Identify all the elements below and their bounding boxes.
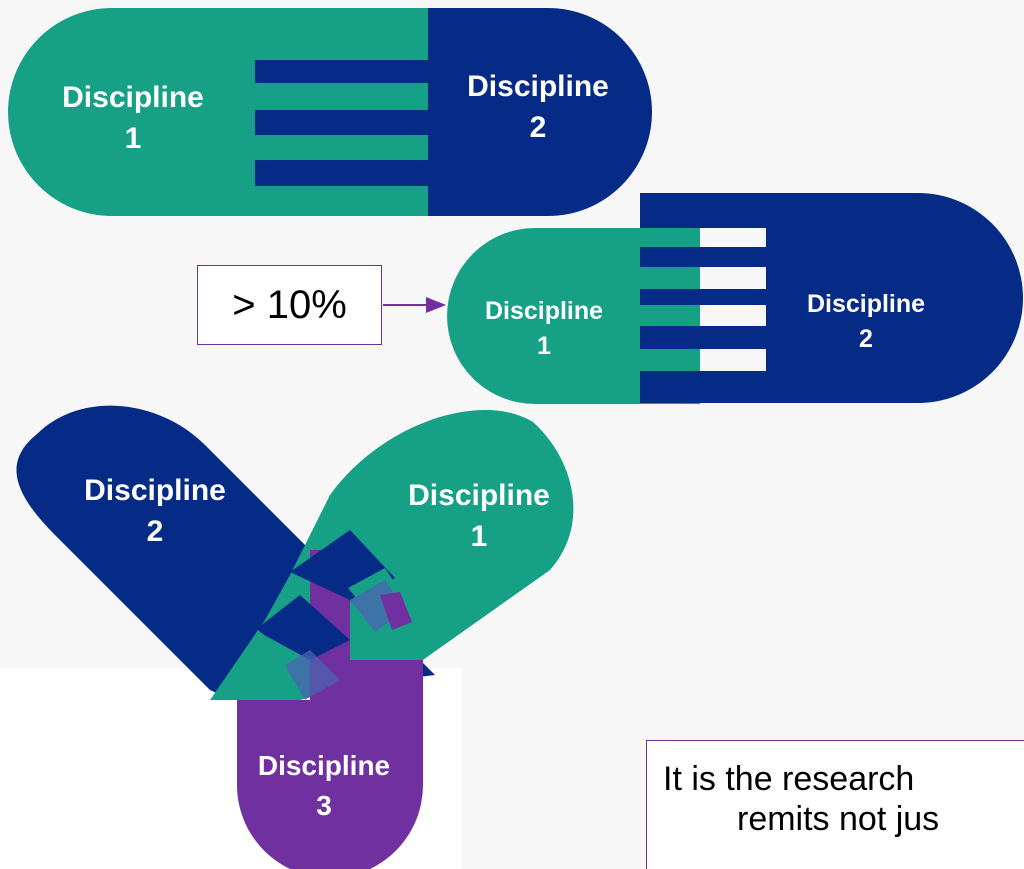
triad-discipline-3-label-line2: 3 xyxy=(316,790,332,821)
middle-discipline-pair: Discipline 1 Discipline 2 xyxy=(447,193,1023,404)
middle-discipline-2-label-line1: Discipline xyxy=(807,290,925,318)
middle-discipline-1-label-line1: Discipline xyxy=(485,297,603,325)
top-discipline-1-label-line2: 1 xyxy=(125,122,142,155)
triad-discipline-group: Discipline 2 Discipline 1 Discipline 3 xyxy=(16,405,574,869)
callout-text: > 10% xyxy=(232,282,347,327)
top-discipline-1-capsule xyxy=(8,8,428,216)
top-discipline-1-label-line1: Discipline xyxy=(62,81,204,114)
triad-discipline-1-label-line2: 1 xyxy=(471,520,488,553)
top-discipline-pair: Discipline 1 Discipline 2 xyxy=(8,8,652,216)
triad-discipline-3-label-line1: Discipline xyxy=(258,750,390,781)
triad-discipline-2-label-line1: Discipline xyxy=(84,474,226,507)
quote-line-2: remits not jus xyxy=(737,800,940,838)
quote-box: It is the research remits not jus xyxy=(646,740,1024,869)
middle-discipline-2-label-line2: 2 xyxy=(859,325,873,353)
middle-discipline-2-capsule xyxy=(640,193,1023,403)
middle-discipline-1-label-line2: 1 xyxy=(537,332,551,360)
triad-discipline-1-label-line1: Discipline xyxy=(408,479,550,512)
triad-navy-finger-2 xyxy=(255,595,350,660)
quote-line-1: It is the research xyxy=(663,760,915,798)
top-discipline-2-label-line2: 2 xyxy=(530,111,547,144)
top-discipline-2-label-line1: Discipline xyxy=(467,70,609,103)
triad-teal-finger-2 xyxy=(215,630,305,700)
callout-box: > 10% xyxy=(197,265,382,345)
triad-discipline-2-label-line2: 2 xyxy=(147,515,164,548)
triad-purple-finger-1 xyxy=(380,592,412,630)
middle-discipline-1-capsule xyxy=(447,228,700,404)
triad-blend-2 xyxy=(285,650,340,700)
triad-discipline-3-capsule xyxy=(237,550,423,869)
